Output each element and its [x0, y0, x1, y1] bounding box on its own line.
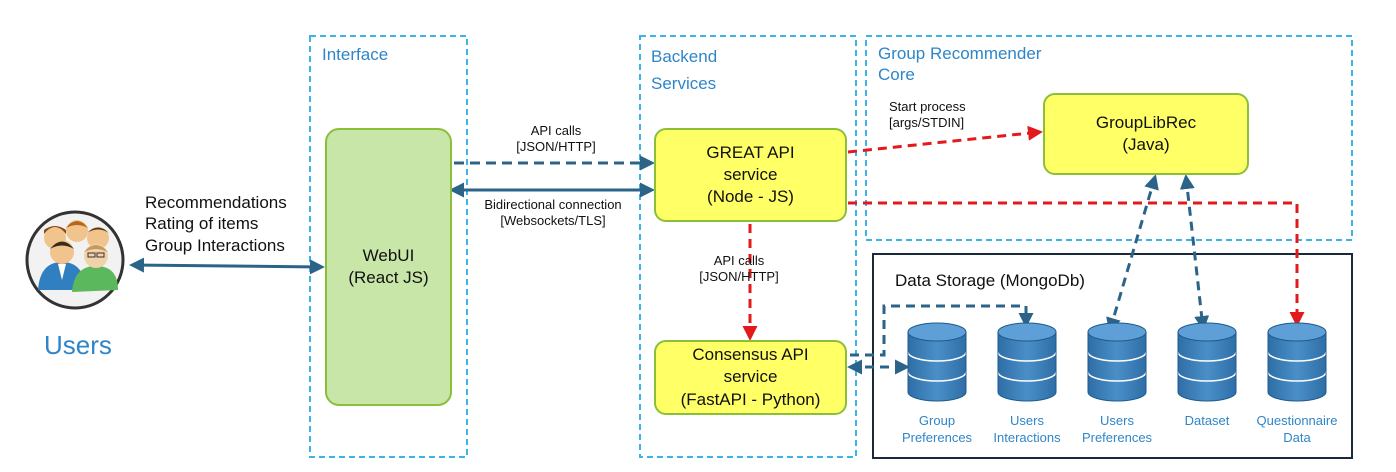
great-api-line2: service	[723, 164, 778, 184]
core-title-line1: Group Recommender	[878, 44, 1042, 63]
consensus-api-node: Consensus API service (FastAPI - Python)	[654, 340, 847, 415]
grouplibrec-node: GroupLibRec (Java)	[1043, 93, 1249, 175]
great-api-line1: GREAT API	[706, 142, 795, 162]
db-questionnaire-data	[1267, 322, 1327, 402]
backend-title-line1: Backend	[651, 47, 718, 66]
start-process-arrow	[847, 125, 1043, 154]
bidirectional-label: Bidirectional connection [Websockets/TLS…	[463, 197, 643, 230]
api-calls-label-2: API calls [JSON/HTTP]	[679, 253, 799, 286]
webui-title: WebUI	[362, 245, 415, 265]
users-webui-line2: Rating of items	[145, 214, 259, 234]
db-label-4-line1: Questionnaire	[1256, 413, 1338, 428]
db-label-group-preferences: Group Preferences	[892, 413, 982, 447]
api-calls-2-line2: [JSON/HTTP]	[699, 269, 779, 285]
interface-region	[309, 35, 468, 458]
backend-region-title: Backend Services	[651, 46, 717, 95]
webui-node: WebUI (React JS)	[325, 128, 452, 406]
interface-region-title: Interface	[322, 45, 389, 64]
grouplibrec-userpref-arrow	[1106, 174, 1159, 333]
webui-subtitle: (React JS)	[348, 268, 429, 287]
db-dataset	[1177, 322, 1237, 402]
db-label-2-line2: Preferences	[1081, 429, 1153, 445]
users-webui-line3: Group Interactions	[145, 235, 285, 255]
db-group-preferences	[907, 322, 967, 402]
consensus-line2: service	[723, 367, 778, 387]
db-label-users-preferences: Users Preferences	[1072, 413, 1162, 447]
db-label-3-line1: Dataset	[1184, 413, 1230, 428]
db-label-4-line2: Data	[1283, 429, 1311, 445]
start-process-line2: [args/STDIN]	[889, 115, 965, 131]
core-region-title: Group Recommender Core	[878, 43, 1041, 86]
api-calls-label-1: API calls [JSON/HTTP]	[496, 123, 616, 156]
backend-title-line2: Services	[651, 74, 717, 94]
users-label: Users	[44, 330, 112, 360]
db-label-dataset: Dataset	[1162, 413, 1252, 430]
start-process-line1: Start process	[889, 99, 966, 114]
backend-region	[639, 35, 857, 458]
db-label-1-line1: Users	[1010, 413, 1044, 428]
db-label-0-line1: Group	[918, 413, 956, 428]
api-calls-1-line1: API calls	[530, 123, 582, 138]
api-calls-1-line2: [JSON/HTTP]	[516, 139, 596, 155]
bidirectional-line1: Bidirectional connection	[484, 197, 622, 212]
core-title-line2: Core	[878, 65, 915, 85]
users-webui-arrow	[129, 257, 325, 275]
db-users-preferences	[1087, 322, 1147, 402]
bidirectional-line2: [Websockets/TLS]	[500, 213, 606, 229]
api-calls-2-line1: API calls	[713, 253, 765, 268]
storage-region-title: Data Storage (MongoDb)	[895, 271, 1085, 290]
users-webui-label: Recommendations Rating of items Group In…	[145, 192, 287, 256]
users-webui-line1: Recommendations	[145, 193, 287, 212]
consensus-db-arrow	[850, 304, 1034, 357]
grouplibrec-dataset-arrow	[1179, 174, 1210, 331]
db-users-interactions	[997, 322, 1057, 402]
users-icon	[25, 210, 125, 310]
db-label-2-line1: Users	[1100, 413, 1134, 428]
start-process-label: Start process [args/STDIN]	[889, 99, 966, 132]
grouplibrec-subtitle: (Java)	[1122, 135, 1170, 154]
db-label-questionnaire-data: Questionnaire Data	[1252, 413, 1342, 447]
great-api-node: GREAT API service (Node - JS)	[654, 128, 847, 222]
db-label-0-line2: Preferences	[901, 429, 973, 445]
questionnaire-arrow	[848, 201, 1305, 327]
db-label-users-interactions: Users Interactions	[982, 413, 1072, 447]
grouplibrec-title: GroupLibRec	[1095, 112, 1197, 132]
consensus-line1: Consensus API	[692, 345, 809, 365]
db-label-1-line2: Interactions	[993, 429, 1061, 445]
consensus-line3: (FastAPI - Python)	[680, 389, 821, 409]
great-api-line3: (Node - JS)	[707, 187, 794, 207]
